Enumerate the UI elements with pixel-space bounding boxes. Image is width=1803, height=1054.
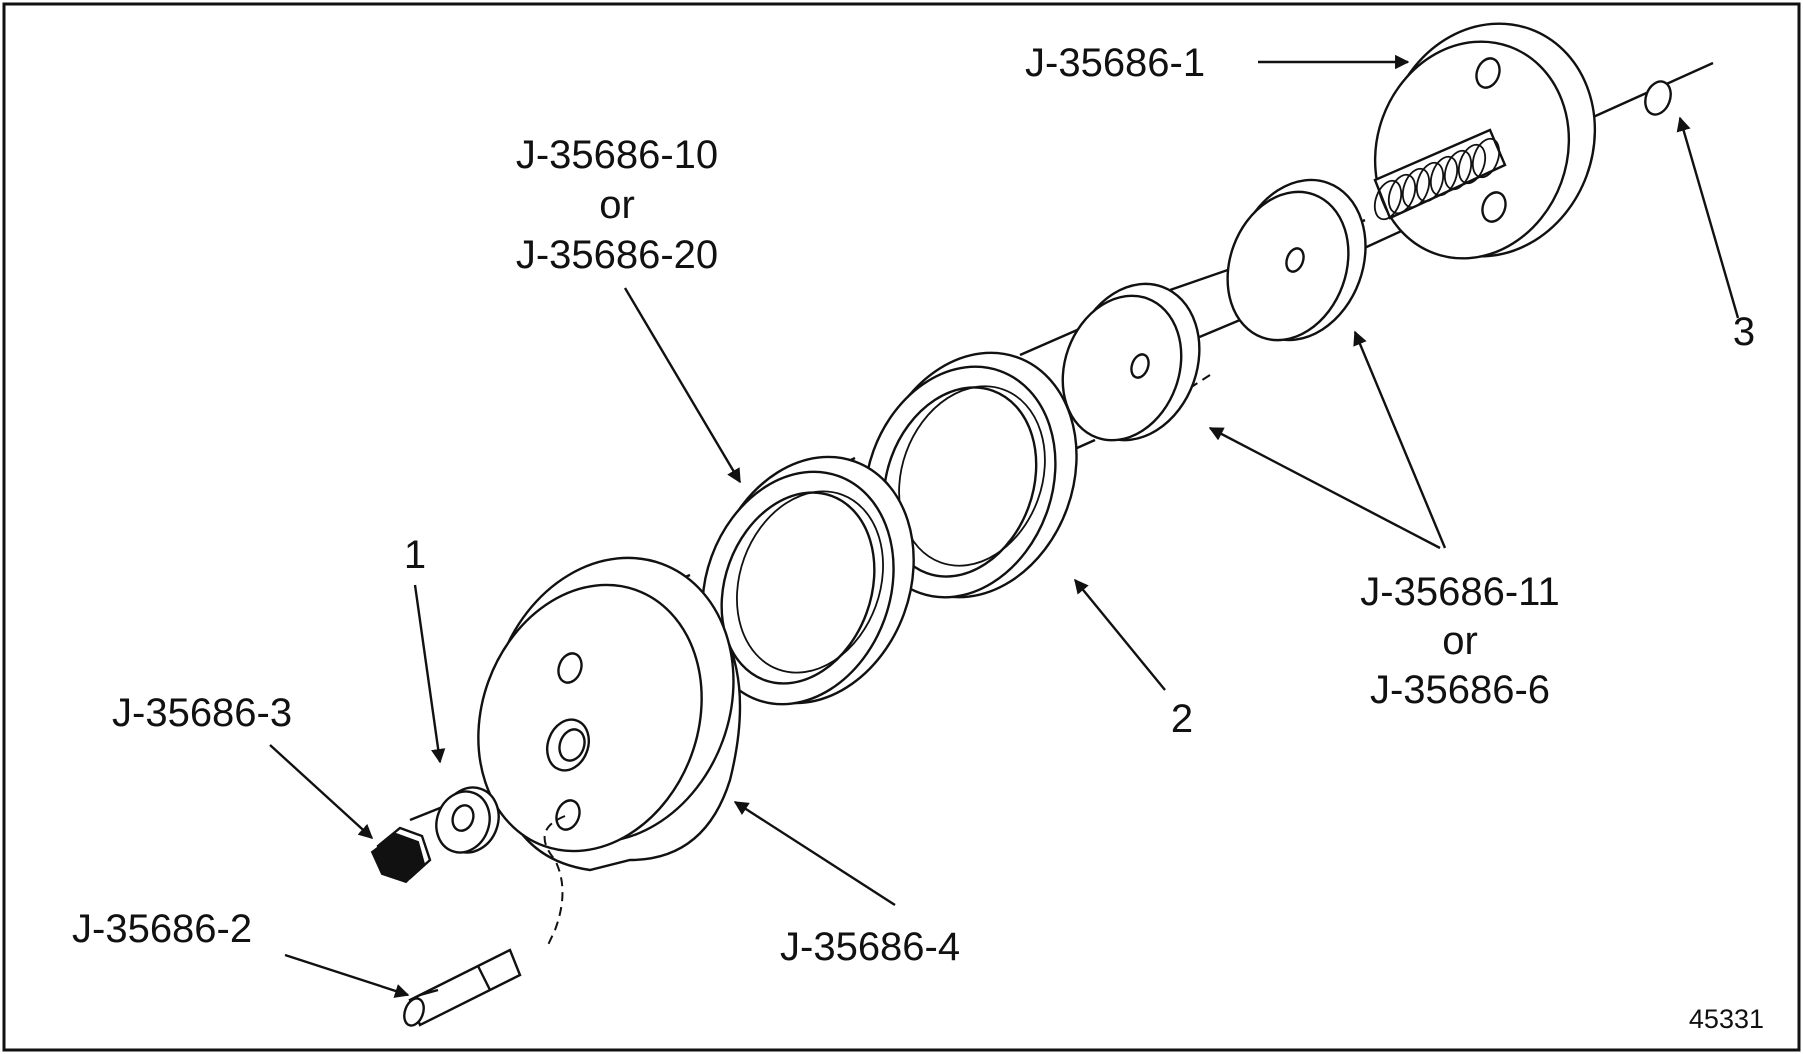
pin-j-35686-2 (403, 815, 566, 1027)
arrow-j-35686-3 (269, 744, 374, 839)
arrow-1 (413, 584, 446, 764)
label-j-35686-10: J-35686-10 (516, 133, 718, 177)
body-j-35686-4 (477, 556, 742, 872)
label-j-35686-2: J-35686-2 (72, 907, 252, 951)
threaded-stud (1373, 128, 1507, 221)
disc-j-35686-11-lower (1061, 282, 1201, 442)
label-callout-1: 1 (404, 533, 426, 577)
plate-j-35686-1 (1373, 22, 1597, 260)
label-j-35686-3: J-35686-3 (112, 691, 292, 735)
label-j-35686-11: J-35686-11 (1360, 570, 1559, 614)
leader-arrows (269, 54, 1740, 998)
washer-1 (435, 786, 500, 854)
label-callout-2: 2 (1171, 697, 1193, 741)
arrow-j-35686-2 (284, 953, 410, 998)
arrow-j-35686-11-a (1353, 330, 1447, 549)
hex-nut-j-35686-3 (370, 826, 432, 884)
arrow-j-35686-4 (733, 800, 896, 907)
arrow-j-35686-11-b (1208, 426, 1441, 550)
figure-number: 45331 (1689, 1004, 1764, 1034)
ring-j-35686-10 (701, 455, 915, 706)
label-j-35686-1: J-35686-1 (1025, 41, 1205, 85)
label-j-35686-20: J-35686-20 (516, 233, 718, 277)
disc-j-35686-11-upper (1226, 178, 1367, 342)
arrow-j-35686-10 (623, 287, 742, 484)
label-j-35686-6: J-35686-6 (1370, 668, 1550, 712)
label-or-upper: or (599, 183, 635, 227)
labels: J-35686-1 J-35686-10 or J-35686-20 3 J-3… (72, 41, 1764, 1034)
arrow-2 (1074, 578, 1166, 691)
label-j-35686-4: J-35686-4 (780, 925, 960, 969)
arrow-3 (1676, 116, 1740, 319)
label-or-lower: or (1442, 619, 1478, 663)
label-callout-3: 3 (1733, 310, 1755, 354)
o-ring-3 (1644, 80, 1672, 116)
ring-2 (863, 351, 1078, 599)
